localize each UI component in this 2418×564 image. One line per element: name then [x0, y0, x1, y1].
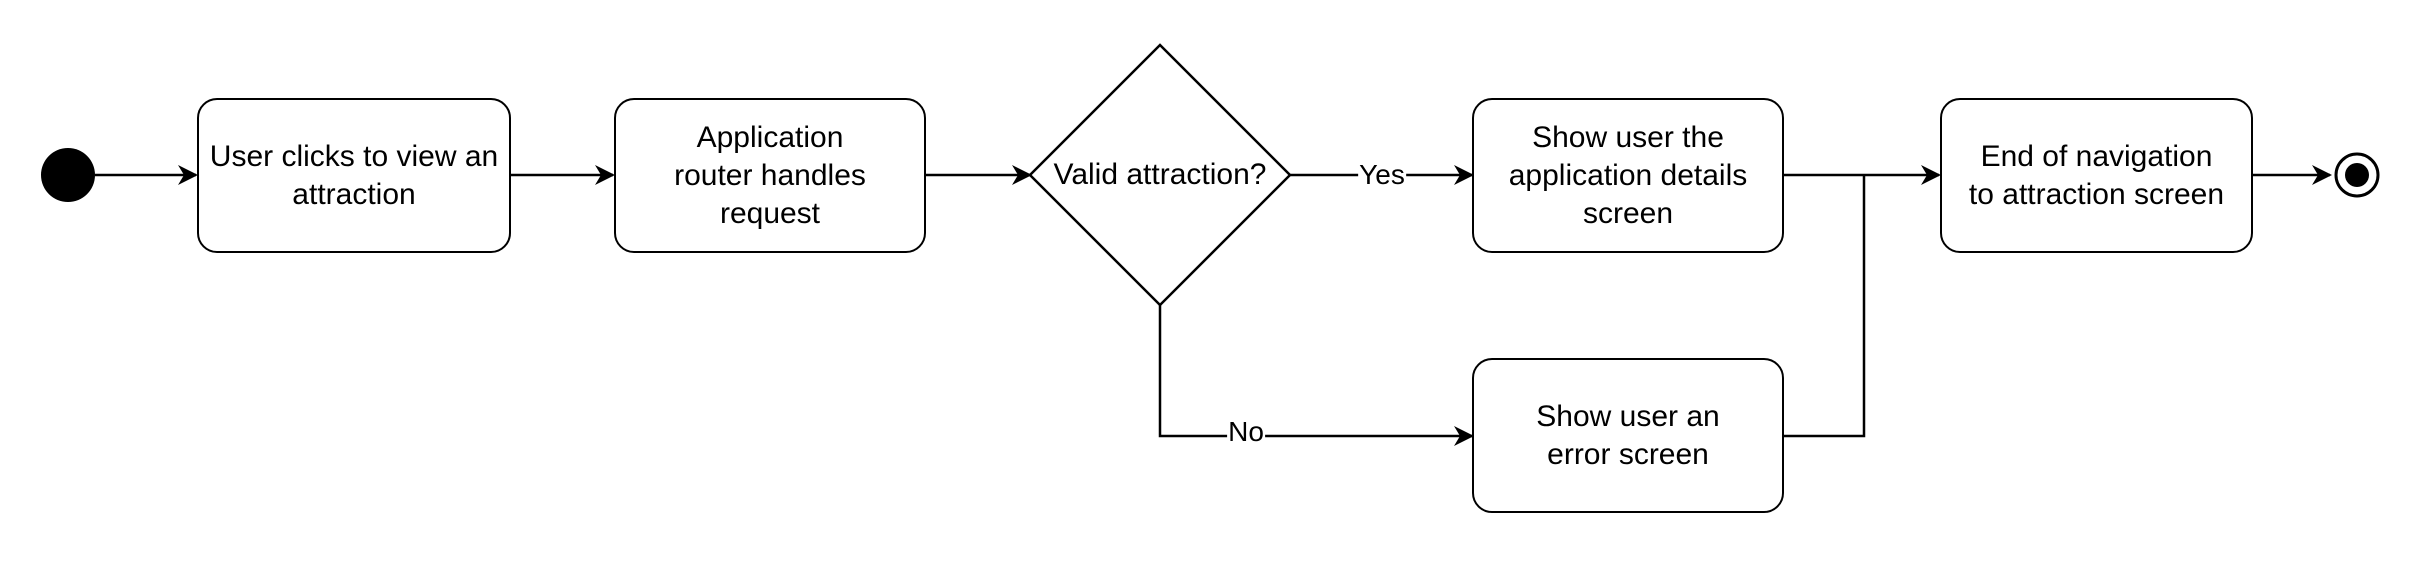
final-node-inner [2345, 163, 2369, 187]
edge-decision-no [1158, 305, 1474, 446]
activity-end-navigation-label: End of navigation to attraction screen [1968, 139, 2225, 211]
activity-show-details-label: Show user the application details screen [1508, 120, 1748, 230]
edge-label-no: No [1227, 416, 1265, 447]
edge-label-yes: Yes [1358, 159, 1406, 190]
edge-error-to-merge [1784, 175, 1866, 438]
activity-show-error: Show user an error screen [1472, 358, 1784, 513]
activity-end-navigation: End of navigation to attraction screen [1940, 98, 2253, 253]
start-node [41, 148, 95, 202]
decision-label: Valid attraction? [1053, 158, 1267, 191]
activity-show-error-label: Show user an error screen [1536, 399, 1720, 471]
activity-router: Application router handles request [614, 98, 926, 253]
decision-label-box: Valid attraction? [1040, 150, 1280, 200]
activity-user-clicks-label: User clicks to view an attraction [209, 139, 499, 211]
decision-diamond [1028, 43, 1292, 307]
activity-user-clicks: User clicks to view an attraction [197, 98, 511, 253]
activity-router-label: Application router handles request [674, 120, 866, 230]
activity-show-details: Show user the application details screen [1472, 98, 1784, 253]
